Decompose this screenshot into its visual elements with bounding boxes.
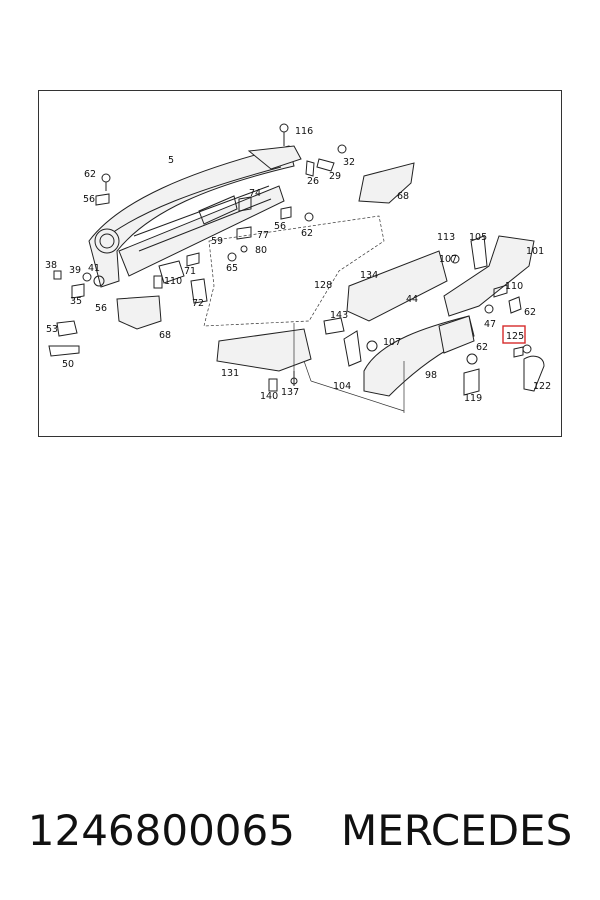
callout-119: 119 [464, 393, 482, 404]
fasteners-top [53, 123, 415, 304]
brand-name: MERCEDES [340, 805, 573, 855]
callout-56: 56 [83, 194, 95, 205]
callout-39: 39 [69, 265, 81, 276]
callout-98: 98 [425, 370, 437, 381]
lower-panel-134 [346, 250, 448, 322]
callout-125: 125 [506, 331, 524, 342]
callout-80: 80 [255, 245, 267, 256]
callout-72: 72 [192, 298, 204, 309]
callout-68: 68 [159, 330, 171, 341]
callout-62: 62 [524, 307, 536, 318]
callout-113: 113 [437, 232, 455, 243]
callout-32: 32 [343, 157, 355, 168]
part-number: 1246800065 [27, 805, 295, 855]
callout-62: 62 [84, 169, 96, 180]
callout-74: 74 [249, 188, 261, 199]
cover-101 [443, 235, 535, 317]
callout-140: 140 [260, 391, 278, 402]
callout-143: 143 [330, 310, 348, 321]
callout-26: 26 [307, 176, 319, 187]
callout-110: 110 [505, 281, 523, 292]
callout-105: 105 [469, 232, 487, 243]
callout-104: 104 [333, 381, 351, 392]
callout-137: 137 [281, 387, 299, 398]
callout-56: 56 [274, 221, 286, 232]
callout-107: 107 [383, 337, 401, 348]
callout-128: 128 [314, 280, 332, 291]
parts-diagram: 5 116 32 26 29 62 56 74 68 56 62 77 59 8… [38, 90, 562, 437]
callout-59: 59 [211, 236, 223, 247]
callout-44: 44 [406, 294, 418, 305]
callout-38: 38 [45, 260, 57, 271]
callout-53: 53 [46, 324, 58, 335]
callout-77: 77 [257, 230, 269, 241]
callout-107: 107 [439, 254, 457, 265]
callout-122: 122 [533, 381, 551, 392]
callout-47: 47 [484, 319, 496, 330]
callout-41: 41 [88, 263, 100, 274]
callout-101: 101 [526, 246, 544, 257]
callout-35: 35 [70, 296, 82, 307]
callout-71: 71 [184, 266, 196, 277]
callout-62: 62 [301, 228, 313, 239]
callout-131: 131 [221, 368, 239, 379]
callout-62: 62 [476, 342, 488, 353]
callout-5: 5 [168, 155, 174, 166]
dashboard-panel [88, 145, 302, 288]
callout-68: 68 [397, 191, 409, 202]
callout-65: 65 [226, 263, 238, 274]
callout-50: 50 [62, 359, 74, 370]
dashboard-exploded-view: 5 116 32 26 29 62 56 74 68 56 62 77 59 8… [45, 123, 551, 413]
callout-134: 134 [360, 270, 378, 281]
knee-panel-131 [216, 328, 312, 372]
highlight-box-125 [502, 325, 526, 344]
cover-68-left [116, 295, 162, 330]
callout-labels: 5 116 32 26 29 62 56 74 68 56 62 77 59 8… [45, 126, 551, 404]
callout-29: 29 [329, 171, 341, 182]
callout-110: 110 [164, 276, 182, 287]
callout-56: 56 [95, 303, 107, 314]
insulation-128 [203, 215, 385, 327]
part-caption: 1246800065 MERCEDES [0, 790, 600, 870]
callout-116: 116 [295, 126, 313, 137]
